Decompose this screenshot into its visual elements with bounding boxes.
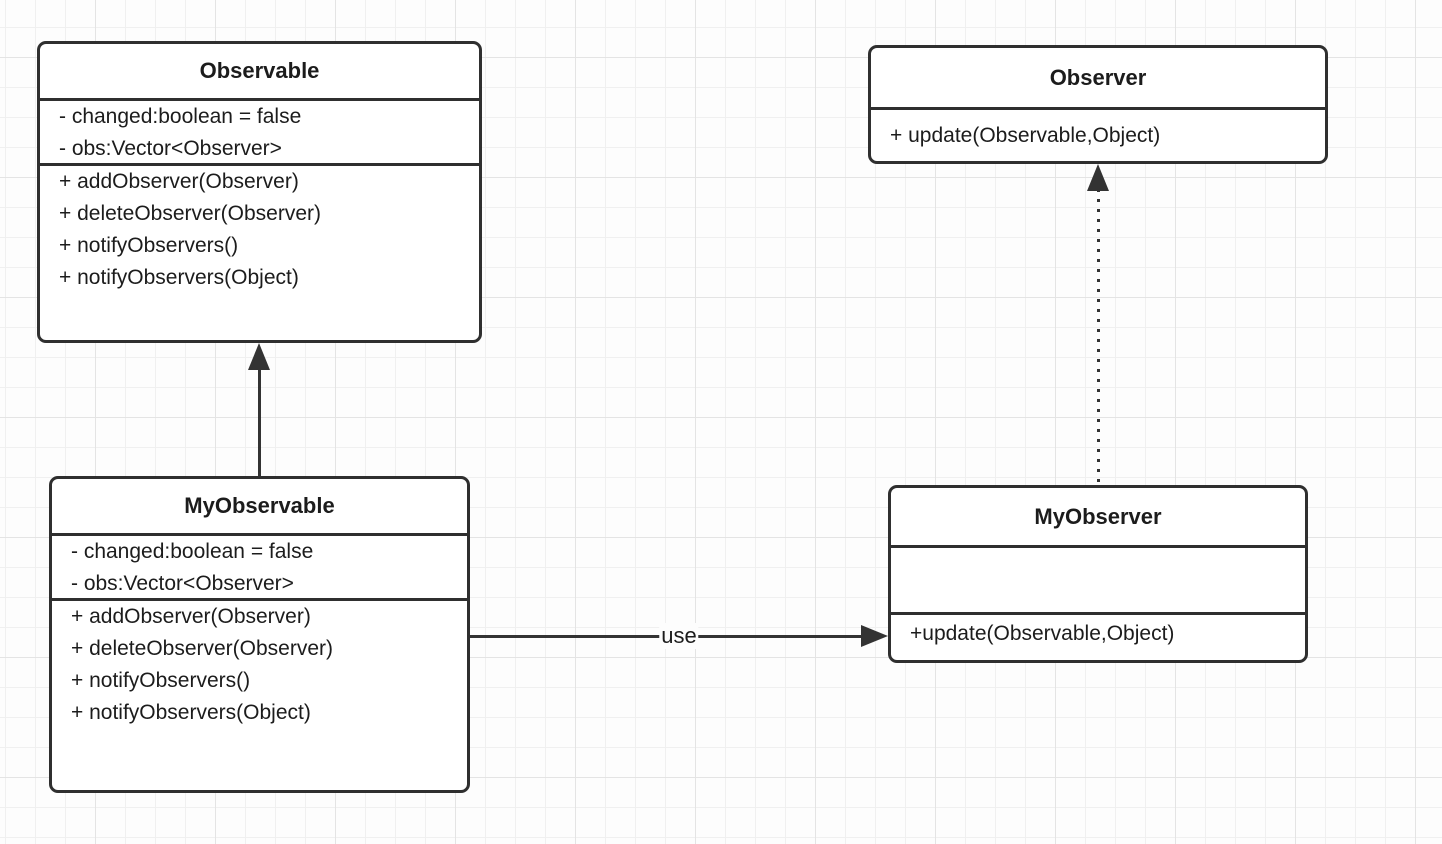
attribute-line: - changed:boolean = false xyxy=(59,105,302,128)
dependency-arrow-myobservable-to-myobserver: use xyxy=(470,622,888,650)
class-methods-myobserver: +update(Observable,Object) xyxy=(891,612,1305,660)
attribute-line: - obs:Vector<Observer> xyxy=(59,137,282,160)
method-line: + deleteObserver(Observer) xyxy=(71,637,334,660)
class-methods-observable: + addObserver(Observer) + deleteObserver… xyxy=(40,163,479,340)
class-attributes-myobservable: - changed:boolean = false - obs:Vector<O… xyxy=(52,533,467,598)
method-line: + notifyObservers(Object) xyxy=(59,266,299,289)
realization-arrow-myobserver-to-observer xyxy=(1087,164,1109,485)
class-title-myobserver: MyObserver xyxy=(1034,504,1162,529)
class-attributes-myobserver xyxy=(891,545,1305,612)
generalization-line xyxy=(257,368,261,476)
dependency-label-use: use xyxy=(659,623,699,649)
method-line: + notifyObservers(Object) xyxy=(71,701,311,724)
arrowhead-up-icon xyxy=(1087,164,1109,191)
realization-dotted-line xyxy=(1096,189,1100,485)
method-line: + update(Observable,Object) xyxy=(890,124,1161,147)
class-methods-myobservable: + addObserver(Observer) + deleteObserver… xyxy=(52,598,467,790)
class-title-observable: Observable xyxy=(199,58,320,83)
class-attributes-observable: - changed:boolean = false - obs:Vector<O… xyxy=(40,98,479,163)
class-box-observable: Observable - changed:boolean = false - o… xyxy=(37,41,482,343)
class-methods-observer: + update(Observable,Object) xyxy=(871,107,1325,161)
method-line: + addObserver(Observer) xyxy=(59,170,299,193)
attribute-line: - changed:boolean = false xyxy=(71,540,314,563)
class-title-observer: Observer xyxy=(1049,65,1147,90)
class-box-observer: Observer + update(Observable,Object) xyxy=(868,45,1328,164)
method-line: +update(Observable,Object) xyxy=(910,622,1175,645)
method-line: + addObserver(Observer) xyxy=(71,605,311,628)
arrowhead-right-icon xyxy=(861,625,888,647)
class-box-myobservable: MyObservable - changed:boolean = false -… xyxy=(49,476,470,793)
attribute-line: - obs:Vector<Observer> xyxy=(71,572,294,595)
method-line: + notifyObservers() xyxy=(71,669,251,692)
arrowhead-up-icon xyxy=(248,343,270,370)
class-box-myobserver: MyObserver +update(Observable,Object) xyxy=(888,485,1308,663)
method-line: + notifyObservers() xyxy=(59,234,239,257)
method-line: + deleteObserver(Observer) xyxy=(59,202,322,225)
class-title-myobservable: MyObservable xyxy=(184,493,335,518)
generalization-arrow-myobservable-to-observable xyxy=(248,343,270,476)
